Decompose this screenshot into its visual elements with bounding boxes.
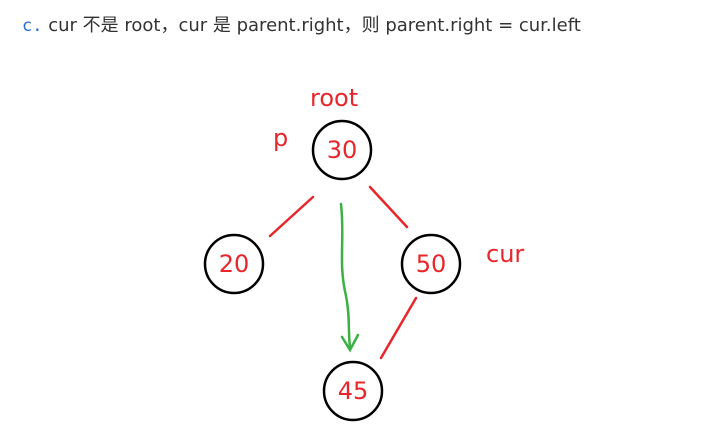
node-circle xyxy=(400,233,462,295)
tree-node-50: 50 xyxy=(400,233,462,295)
redirect-arrowhead xyxy=(340,333,360,353)
tree-node-30: 30 xyxy=(311,119,373,181)
tree-node-45: 45 xyxy=(322,360,384,422)
node-circle xyxy=(203,233,265,295)
label-root: root xyxy=(310,84,358,112)
node-value: 20 xyxy=(219,250,250,278)
tree-node-20: 20 xyxy=(203,233,265,295)
node-value: 30 xyxy=(327,136,358,164)
redirect-arrow xyxy=(339,202,352,350)
edge-30-50 xyxy=(368,185,409,229)
node-circle xyxy=(322,360,384,422)
node-value: 45 xyxy=(338,377,369,405)
caption-text: cur 不是 root，cur 是 parent.right，则 parent.… xyxy=(48,15,581,36)
node-circle xyxy=(311,119,373,181)
list-marker: c. xyxy=(22,16,43,36)
node-value: 50 xyxy=(416,250,447,278)
label-p: p xyxy=(273,124,288,152)
instruction-caption: c. cur 不是 root，cur 是 parent.right，则 pare… xyxy=(22,12,581,40)
label-cur: cur xyxy=(486,240,524,268)
edge-50-45 xyxy=(379,296,418,360)
edge-30-20 xyxy=(268,195,315,238)
